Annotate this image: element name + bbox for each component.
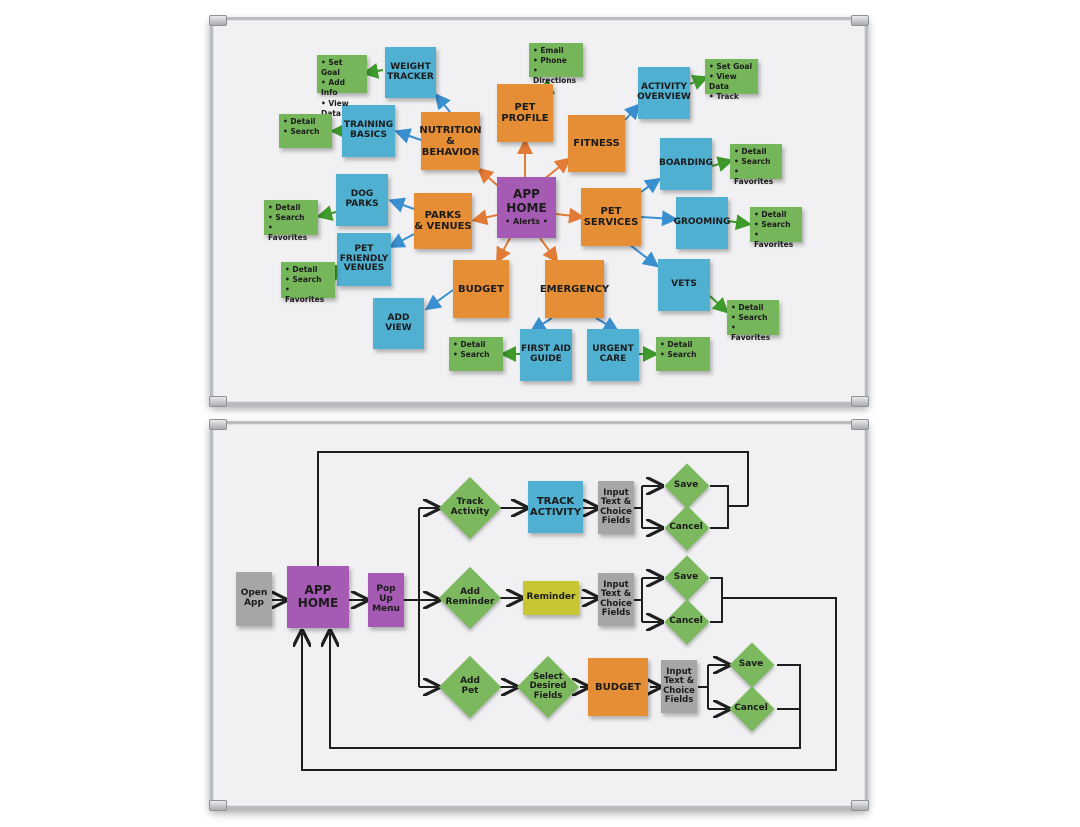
vets-options: DetailSearchFavorites bbox=[727, 300, 779, 342]
training-basics-options: DetailSearch bbox=[279, 114, 332, 148]
alerts-label: • Alerts • bbox=[505, 216, 548, 226]
save-label-3: Save bbox=[738, 659, 764, 670]
activity-overview-note[interactable]: ACTIVITY OVERVIEW bbox=[637, 67, 691, 119]
board-corner-icon bbox=[851, 396, 869, 407]
parks-venues-note[interactable]: PARKS & VENUES bbox=[414, 193, 472, 249]
option-item: View Data bbox=[709, 72, 754, 92]
cancel-label-1: Cancel bbox=[669, 522, 703, 533]
budget-note[interactable]: BUDGET bbox=[453, 260, 509, 318]
grooming-note[interactable]: GROOMING bbox=[674, 197, 730, 249]
pet-friendly-venues-note[interactable]: PET FRIENDLY VENUES bbox=[337, 233, 391, 286]
nutrition-behavior-note[interactable]: NUTRITION & BEHAVIOR bbox=[419, 112, 482, 170]
option-item: Set Goal bbox=[321, 58, 363, 78]
option-item: Favorites bbox=[754, 230, 798, 250]
option-item: Detail bbox=[283, 117, 319, 127]
reminder-note[interactable]: Reminder bbox=[523, 581, 579, 615]
weight-tracker-note[interactable]: WEIGHT TRACKER bbox=[385, 47, 436, 98]
track-activity-decision-label: Track Activity bbox=[450, 497, 490, 517]
emergency-note[interactable]: EMERGENCY bbox=[540, 260, 609, 318]
option-item: Search bbox=[731, 313, 775, 323]
weight-tracker-options: Set GoalAdd InfoView Data bbox=[317, 55, 367, 118]
option-item: View Data bbox=[321, 99, 363, 119]
urgent-care-options: DetailSearch bbox=[656, 337, 710, 371]
activity-overview-options: Set GoalView DataTrack bbox=[705, 59, 758, 101]
board-corner-icon bbox=[851, 15, 869, 26]
flow-app-home-note[interactable]: APP HOME bbox=[287, 566, 349, 628]
track-activity-note[interactable]: TRACK ACTIVITY bbox=[528, 481, 583, 533]
input-fields-note-3[interactable]: Input Text & Choice Fields bbox=[661, 660, 697, 713]
app-home-title: APP HOME bbox=[506, 187, 547, 215]
cancel-label-3: Cancel bbox=[734, 703, 768, 714]
option-item: Favorites bbox=[285, 285, 331, 305]
option-item: Favorites bbox=[734, 167, 778, 187]
fitness-note[interactable]: FITNESS bbox=[568, 115, 625, 172]
save-label-1: Save bbox=[673, 480, 699, 491]
option-item: Detail bbox=[734, 147, 778, 157]
input-fields-note-1[interactable]: Input Text & Choice Fields bbox=[598, 481, 634, 534]
option-item: Email bbox=[533, 46, 579, 56]
add-reminder-decision-label: Add Reminder bbox=[445, 587, 495, 607]
select-fields-decision-label: Select Desired Fields bbox=[529, 671, 567, 701]
option-item: Detail bbox=[268, 203, 314, 213]
option-item: Search bbox=[660, 350, 696, 360]
option-item: Search bbox=[285, 275, 331, 285]
option-item: Search bbox=[283, 127, 319, 137]
first-aid-guide-note[interactable]: FIRST AID GUIDE bbox=[520, 329, 572, 381]
board-corner-icon bbox=[209, 800, 227, 811]
board-corner-icon bbox=[209, 419, 227, 430]
venues-options: DetailSearchFavorites bbox=[281, 262, 335, 304]
option-item: Search bbox=[754, 220, 798, 230]
open-app-note[interactable]: Open App bbox=[236, 572, 272, 626]
flow-budget-note[interactable]: BUDGET bbox=[588, 658, 648, 716]
board-corner-icon bbox=[209, 15, 227, 26]
option-item: Track bbox=[709, 92, 754, 102]
option-item: Set Goal bbox=[709, 62, 754, 72]
urgent-care-note[interactable]: URGENT CARE bbox=[587, 329, 639, 381]
app-home-note[interactable]: APP HOME • Alerts • bbox=[497, 177, 556, 238]
boarding-options: DetailSearchFavorites bbox=[730, 144, 782, 186]
option-item: Directions bbox=[533, 66, 579, 86]
input-fields-note-2[interactable]: Input Text & Choice Fields bbox=[598, 573, 634, 626]
pet-profile-options: EmailPhoneDirections bbox=[529, 43, 583, 85]
vets-note[interactable]: VETS bbox=[658, 259, 710, 311]
option-item: Search bbox=[453, 350, 489, 360]
cancel-label-2: Cancel bbox=[669, 616, 703, 627]
first-aid-options: DetailSearch bbox=[449, 337, 503, 371]
option-item: Favorites bbox=[268, 223, 314, 243]
dog-parks-options: DetailSearchFavorites bbox=[264, 200, 318, 242]
pet-services-note[interactable]: PET SERVICES bbox=[581, 188, 641, 246]
add-view-note[interactable]: ADD VIEW bbox=[373, 298, 424, 349]
option-item: Add Info bbox=[321, 78, 363, 98]
option-item: Search bbox=[268, 213, 314, 223]
option-item: Detail bbox=[660, 340, 696, 350]
add-pet-decision-label: Add Pet bbox=[460, 676, 480, 696]
option-item: Detail bbox=[453, 340, 489, 350]
grooming-options: DetailSearchFavorites bbox=[750, 207, 802, 249]
option-item: Detail bbox=[731, 303, 775, 313]
option-item: Detail bbox=[754, 210, 798, 220]
save-label-2: Save bbox=[673, 572, 699, 583]
option-item: Phone bbox=[533, 56, 579, 66]
option-item: Detail bbox=[285, 265, 331, 275]
option-item: Search bbox=[734, 157, 778, 167]
board-corner-icon bbox=[851, 800, 869, 811]
board-corner-icon bbox=[851, 419, 869, 430]
popup-menu-note[interactable]: Pop Up Menu bbox=[368, 573, 404, 627]
pet-profile-note[interactable]: PET PROFILE bbox=[497, 84, 553, 142]
option-item: Favorites bbox=[731, 323, 775, 343]
dog-parks-note[interactable]: DOG PARKS bbox=[336, 174, 388, 226]
board-corner-icon bbox=[209, 396, 227, 407]
boarding-note[interactable]: BOARDING bbox=[659, 138, 713, 190]
